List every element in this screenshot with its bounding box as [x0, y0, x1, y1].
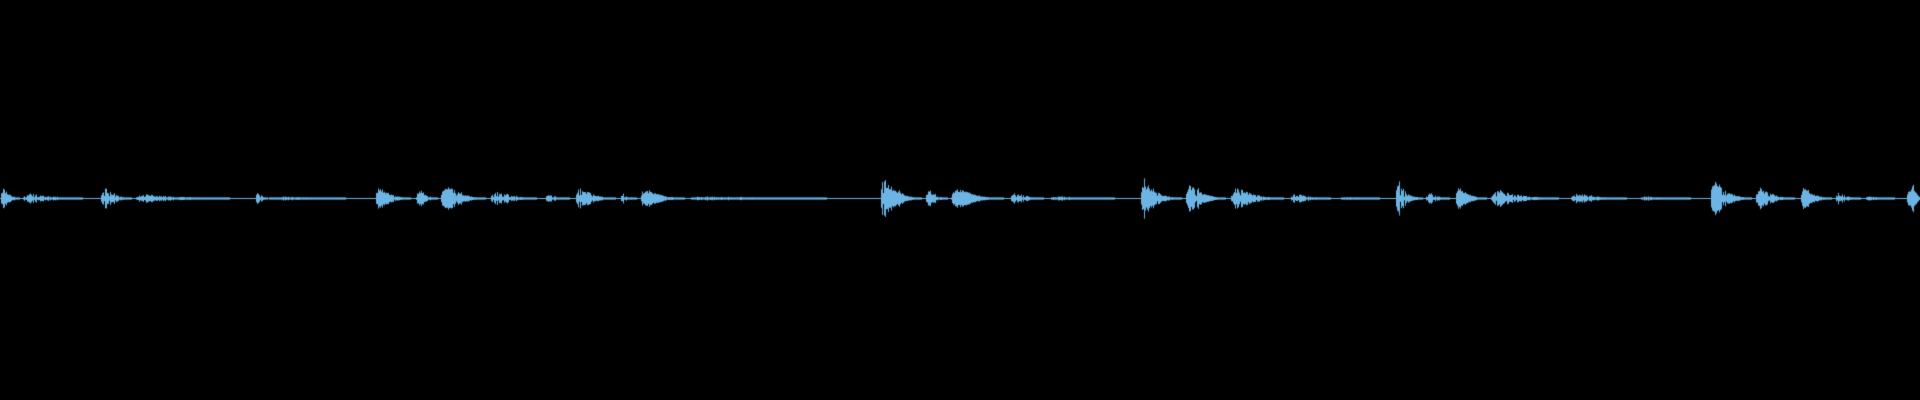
audio-waveform-canvas[interactable]: [0, 0, 1920, 400]
waveform-viewer[interactable]: [0, 0, 1920, 400]
